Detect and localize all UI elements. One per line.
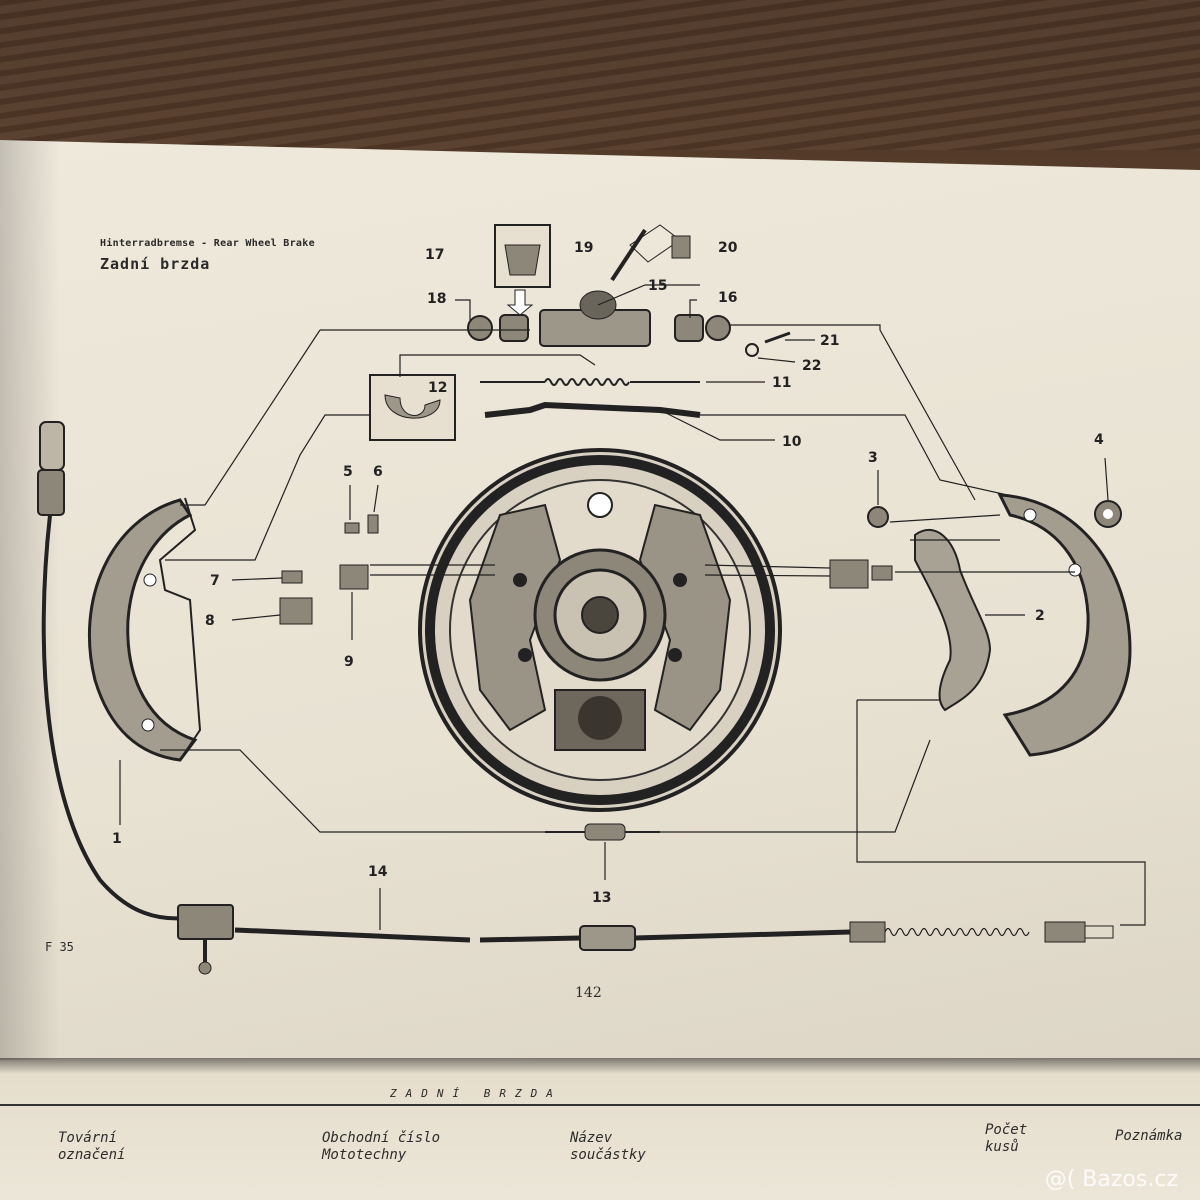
page-number: 142	[575, 985, 602, 1001]
next-page	[0, 1060, 1200, 1200]
leader-lines	[119, 284, 1146, 930]
callout-9: 9	[344, 654, 354, 670]
wood-table	[0, 0, 1200, 150]
callout-19: 19	[574, 240, 593, 256]
right-brake-shoe	[997, 493, 1132, 757]
callout-4: 4	[1094, 432, 1104, 448]
callout-13: 13	[592, 890, 611, 906]
callout-2: 2	[1035, 608, 1045, 624]
adjusters	[279, 500, 1122, 625]
callout-15: 15	[648, 278, 667, 294]
callout-16: 16	[718, 290, 737, 306]
table-col-factory-code: Tovární označení	[58, 1130, 126, 1163]
table-rule	[0, 1104, 1200, 1106]
brake-drum	[418, 448, 782, 812]
diagram-title: Zadní brzda	[100, 255, 211, 273]
table-col-note: Poznámka	[1115, 1128, 1183, 1144]
table-col-quantity: Počet kusů	[985, 1122, 1028, 1155]
callout-1: 1	[112, 831, 122, 847]
callout-7: 7	[210, 573, 220, 589]
left-brake-shoe	[87, 497, 202, 762]
table-col-trade-number: Obchodní číslo Mototechny	[322, 1130, 441, 1163]
callout-17: 17	[425, 247, 444, 263]
diagram-subtitle: Hinterradbremse - Rear Wheel Brake	[100, 238, 315, 249]
callout-5: 5	[343, 464, 353, 480]
callout-22: 22	[802, 358, 821, 374]
callout-21: 21	[820, 333, 839, 349]
callout-6: 6	[373, 464, 383, 480]
handbrake-cable	[37, 421, 1114, 975]
table-col-part-name: Název součástky	[570, 1130, 646, 1163]
watermark: @( Bazos.cz	[1044, 1167, 1178, 1192]
figure-label: F 35	[45, 940, 74, 954]
table-title: ZADNÍ BRZDA	[390, 1087, 562, 1100]
callout-14: 14	[368, 864, 388, 880]
springs	[369, 374, 701, 841]
callout-18: 18	[427, 291, 446, 307]
callout-11: 11	[772, 375, 791, 391]
page-fold	[0, 1058, 1200, 1074]
wheel-cylinder-assembly	[467, 224, 791, 357]
callout-8: 8	[205, 613, 215, 629]
callout-12: 12	[428, 380, 447, 396]
callout-3: 3	[868, 450, 878, 466]
handbrake-lever	[914, 529, 992, 712]
callout-10: 10	[782, 434, 802, 450]
callout-20: 20	[718, 240, 738, 256]
